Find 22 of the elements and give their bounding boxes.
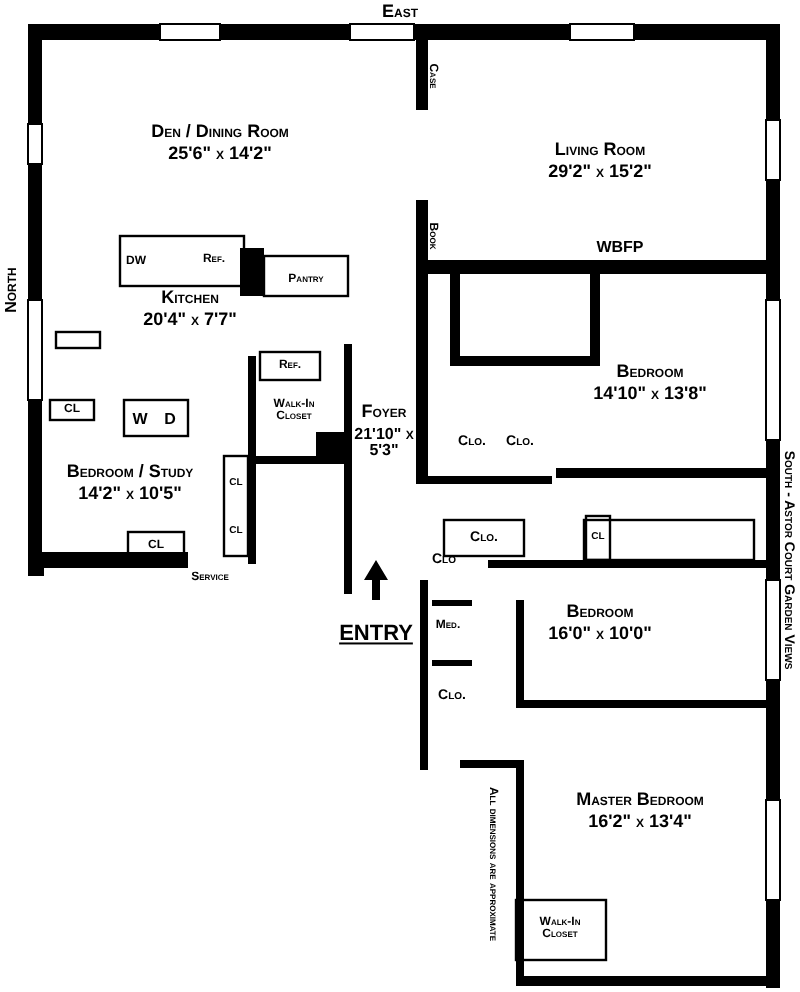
room-label: Bedroom [616,362,684,382]
fixture-label: D [164,411,176,429]
fixture-label: WBFP [596,239,644,257]
entry-label: ENTRY [339,624,413,648]
fixture-label: W [132,411,148,429]
room-label: Master Bedroom [576,790,704,810]
dimension-label: 16'2" x 13'4" [588,812,692,832]
dimension-label: 20'4" x 7'7" [143,310,237,330]
room-label: Living Room [554,140,646,160]
dimension-label: 29'2" x 15'2" [548,162,652,182]
dimension-label: 21'10" x 5'3" [353,427,415,461]
room-label: Kitchen [161,288,219,308]
dimension-label: 16'0" x 10'0" [548,624,652,644]
compass-label: North [3,267,21,313]
dimension-label: 14'10" x 13'8" [593,384,707,404]
room-label: Bedroom [566,602,634,622]
room-label: Den / Dining Room [151,122,289,142]
dimension-label: 25'6" x 14'2" [168,144,272,164]
room-label: Foyer [361,402,407,422]
room-label: Bedroom / Study [66,462,194,482]
dimension-label: 14'2" x 10'5" [78,484,182,504]
compass-label: East [382,2,418,22]
